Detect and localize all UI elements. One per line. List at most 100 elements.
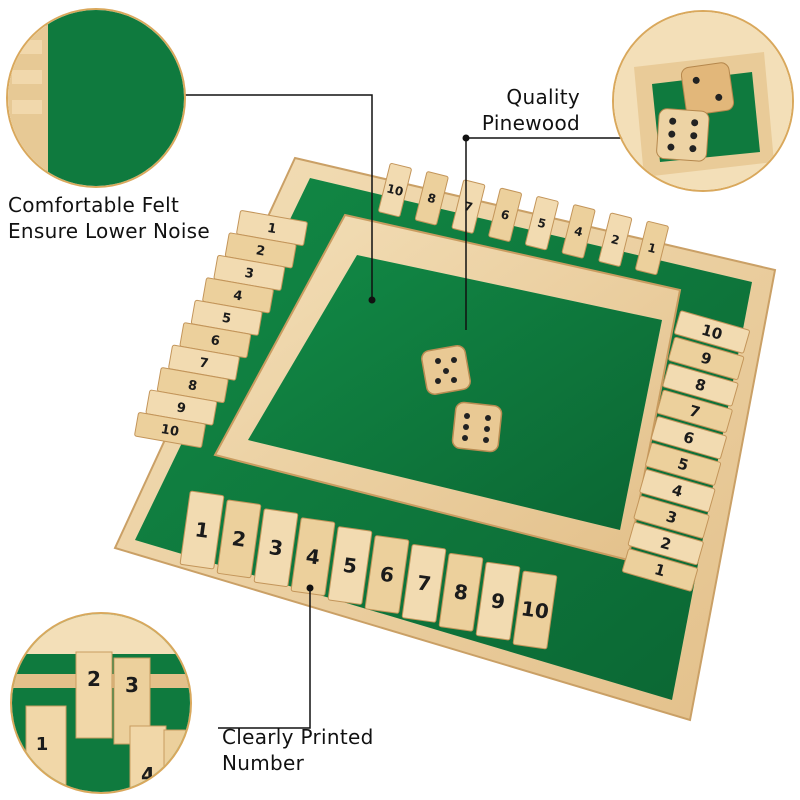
tile-body (134, 412, 206, 448)
tile-body (598, 212, 633, 267)
tile-body (645, 442, 722, 486)
numbers-callout: Clearly Printed Number (222, 724, 374, 776)
felt-callout-line (178, 94, 373, 300)
tile-label: 5 (341, 553, 358, 579)
tile-label: 10 (699, 321, 724, 344)
pinewood-zoom-circle (612, 10, 794, 192)
tile-label: 1 (193, 517, 210, 543)
tile-label: 8 (693, 375, 708, 395)
tile-label: 7 (415, 570, 432, 596)
tile-label: 5 (536, 216, 547, 232)
numbers-callout-line2: Number (222, 751, 305, 775)
tile: 3 (253, 508, 299, 588)
tile-label: 2 (230, 526, 247, 552)
right-tile-row: 10 9 8 7 654 3 2 1 (622, 310, 750, 592)
tile-label: 5 (221, 311, 233, 327)
tile-body (622, 548, 698, 592)
tile-label: 9 (175, 400, 187, 416)
tile-label: 8 (187, 378, 199, 394)
numbers-zoom-circle: 2 3 1 4 5 (10, 612, 192, 794)
tile-body (633, 495, 710, 539)
tile: 9 (668, 336, 745, 380)
tile: 6 (364, 535, 410, 614)
tile: 8 (438, 552, 484, 632)
tile: 4 (639, 469, 716, 513)
tile-body (635, 221, 669, 275)
tile-label: 8 (426, 191, 437, 207)
tile: 5 (327, 526, 373, 605)
die-1 (421, 345, 471, 395)
tile-label: 3 (664, 507, 679, 527)
tile: 1 (635, 221, 669, 275)
tile-body (401, 544, 447, 623)
tile-label: 4 (232, 288, 244, 304)
tile: 9 (475, 561, 521, 641)
felt-callout-end (368, 296, 376, 304)
tile-label: 1 (646, 240, 657, 256)
die-2 (451, 401, 503, 453)
tile-body (451, 179, 486, 234)
tile: 10 (512, 570, 558, 650)
tile: 5 (525, 196, 559, 251)
wood-callout-dot (462, 134, 470, 142)
felt-callout-line1: Comfortable Felt (8, 193, 180, 217)
numbers-callout-line (218, 588, 311, 729)
tile-body (327, 526, 373, 605)
tile: 4 (290, 517, 336, 596)
tile-label: 6 (378, 562, 395, 588)
tile-body (662, 363, 739, 407)
tile-body (364, 535, 410, 614)
tile-body (414, 171, 449, 226)
tile: 3 (633, 495, 710, 539)
tile-body (668, 336, 745, 380)
tile: 8 (662, 363, 739, 407)
tile-label: 2 (658, 534, 673, 554)
tile-body (512, 570, 558, 650)
tile-label: 10 (160, 422, 180, 440)
tile-label: 9 (699, 349, 714, 369)
tile-label: 3 (243, 266, 255, 282)
tile-body (438, 552, 484, 632)
tile: 2 (627, 522, 704, 566)
tile-body (656, 389, 733, 433)
tile-label: 1 (652, 560, 667, 580)
numbers-callout-dot (306, 584, 314, 592)
tile-label: 10 (385, 181, 405, 199)
tile-body (627, 522, 704, 566)
tile: 10 (134, 412, 206, 448)
tile-body (488, 187, 522, 242)
tile-label: 2 (609, 232, 620, 248)
tile-label: 7 (463, 199, 474, 215)
tile-body (475, 561, 521, 641)
tile: 5 (645, 442, 722, 486)
tile-label: 7 (687, 401, 702, 421)
tile: 2 (216, 499, 262, 579)
felt-callout: Comfortable Felt Ensure Lower Noise (8, 192, 210, 244)
tile-body (216, 499, 262, 579)
tile-body (378, 163, 412, 217)
wood-callout-line1: Quality (506, 85, 580, 109)
tile-label: 4 (304, 544, 321, 570)
tile: 4 (561, 204, 596, 259)
tile: 10 (378, 163, 412, 217)
tile-label: 4 (670, 481, 685, 501)
tile: 7 (401, 544, 447, 623)
tile: 6 (650, 416, 727, 460)
numbers-callout-line1: Clearly Printed (222, 725, 374, 749)
felt-callout-line2: Ensure Lower Noise (8, 219, 211, 243)
tile: 8 (414, 171, 449, 226)
tile-label: 2 (255, 243, 267, 259)
tile: 1 (622, 548, 698, 592)
tile: 1 (179, 490, 225, 570)
zoom-tile-label: 1 (36, 734, 49, 755)
tile-label: 6 (681, 428, 696, 448)
tile: 7 (656, 389, 733, 433)
tile-body (674, 310, 750, 354)
tile: 7 (451, 179, 486, 234)
tile: 10 (674, 310, 750, 354)
